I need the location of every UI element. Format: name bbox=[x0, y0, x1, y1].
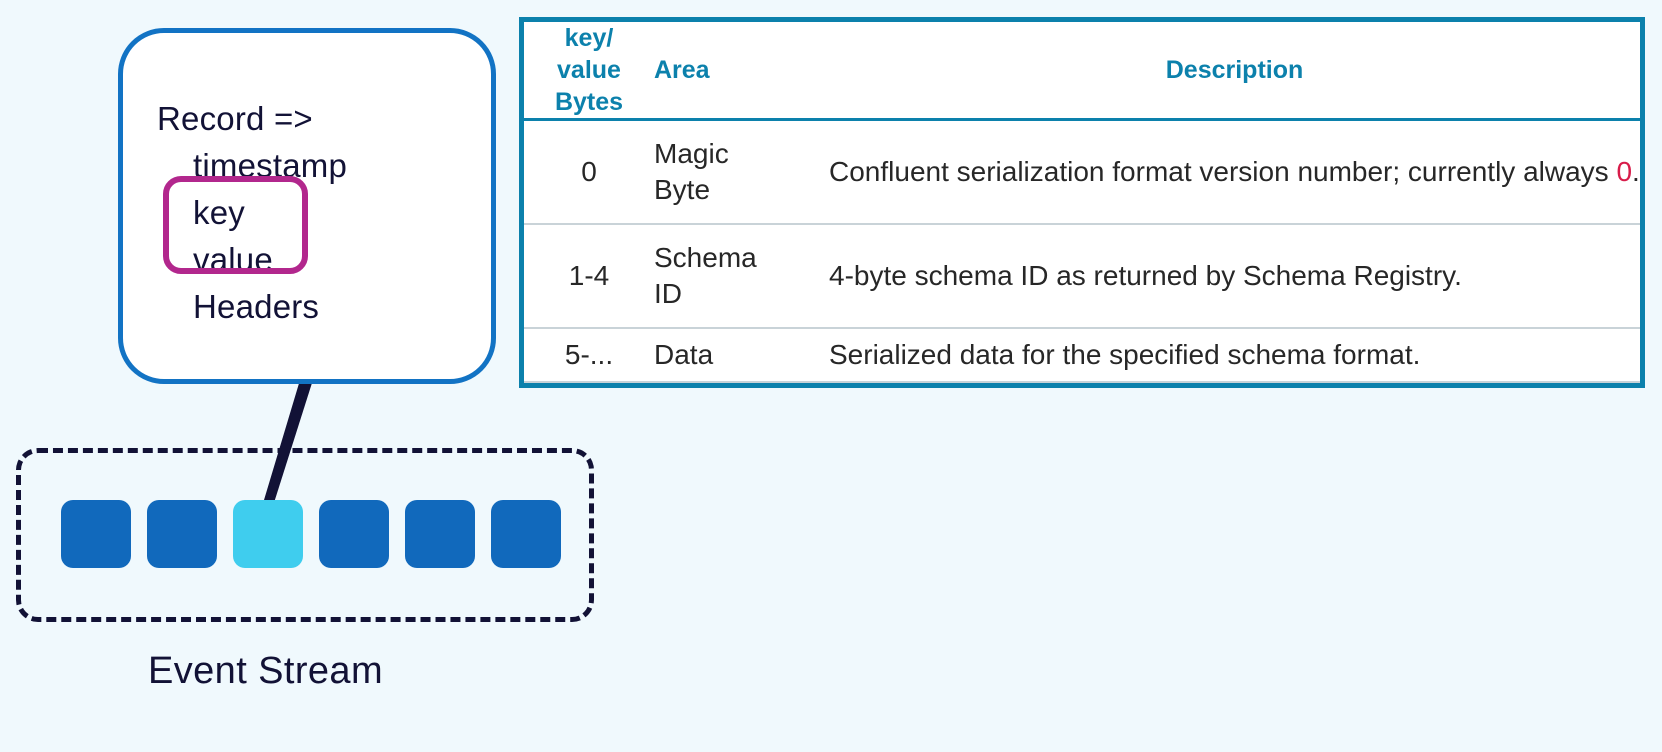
magic-byte-value-highlight: 0 bbox=[1616, 156, 1633, 188]
cell-bytes-data: 5-... bbox=[524, 328, 654, 383]
stream-record-4[interactable] bbox=[319, 500, 389, 568]
cell-area-line1: Data bbox=[654, 339, 714, 371]
event-stream-record-list bbox=[61, 500, 561, 568]
stream-record-2[interactable] bbox=[147, 500, 217, 568]
column-header-area: Area bbox=[654, 22, 829, 121]
cell-area-line1: Schema bbox=[654, 242, 757, 274]
cell-bytes-magic-byte: 0 bbox=[524, 119, 654, 226]
table-body: 0 Magic Byte Confluent serialization for… bbox=[524, 119, 1640, 383]
column-header-bytes-line2: value bbox=[557, 56, 621, 84]
table-row: 5-... Data Serialized data for the speci… bbox=[524, 328, 1640, 383]
cell-area-schema-id: Schema ID bbox=[654, 224, 829, 330]
record-label-title: Record => bbox=[157, 100, 313, 137]
event-stream-container bbox=[16, 448, 594, 622]
wire-format-table-container: key/ value Bytes Area Description 0 Magi… bbox=[519, 17, 1645, 388]
column-header-bytes-line1: key/ bbox=[564, 24, 614, 52]
record-field-headers: Headers bbox=[193, 288, 320, 325]
column-header-description: Description bbox=[829, 22, 1640, 121]
cell-area-line2: Byte bbox=[654, 174, 711, 206]
record-field-value: value bbox=[193, 241, 273, 278]
cell-description-schema-id: 4-byte schema ID as returned by Schema R… bbox=[829, 224, 1640, 330]
table-head: key/ value Bytes Area Description bbox=[524, 22, 1640, 121]
stream-record-1[interactable] bbox=[61, 500, 131, 568]
cell-description-data: Serialized data for the specified schema… bbox=[829, 328, 1640, 383]
column-header-bytes-line3: Bytes bbox=[554, 88, 624, 116]
table-header-row: key/ value Bytes Area Description bbox=[524, 22, 1640, 121]
record-callout-bubble: Record => timestamp key value Headers bbox=[118, 28, 496, 384]
record-field-key: key bbox=[193, 194, 245, 231]
event-stream-label: Event Stream bbox=[148, 650, 384, 692]
stream-record-5[interactable] bbox=[405, 500, 475, 568]
table-row: 0 Magic Byte Confluent serialization for… bbox=[524, 119, 1640, 226]
stream-record-6[interactable] bbox=[491, 500, 561, 568]
record-structure-text: Record => timestamp key value Headers bbox=[157, 95, 347, 330]
column-header-key-value-bytes: key/ value Bytes bbox=[524, 22, 654, 121]
description-text-part: Confluent serialization format version n… bbox=[829, 156, 1617, 188]
record-field-timestamp: timestamp bbox=[193, 147, 348, 184]
table-row: 1-4 Schema ID 4-byte schema ID as return… bbox=[524, 224, 1640, 330]
cell-area-line1: Magic bbox=[654, 138, 729, 170]
description-text-suffix: . bbox=[1632, 156, 1640, 188]
stream-record-3-highlighted[interactable] bbox=[233, 500, 303, 568]
cell-bytes-schema-id: 1-4 bbox=[524, 224, 654, 330]
cell-description-magic-byte: Confluent serialization format version n… bbox=[829, 119, 1640, 226]
callout-tail-connector bbox=[258, 360, 318, 528]
cell-area-data: Data bbox=[654, 328, 829, 383]
cell-area-line2: ID bbox=[654, 278, 682, 310]
cell-area-magic-byte: Magic Byte bbox=[654, 119, 829, 226]
wire-format-table: key/ value Bytes Area Description 0 Magi… bbox=[524, 22, 1640, 383]
